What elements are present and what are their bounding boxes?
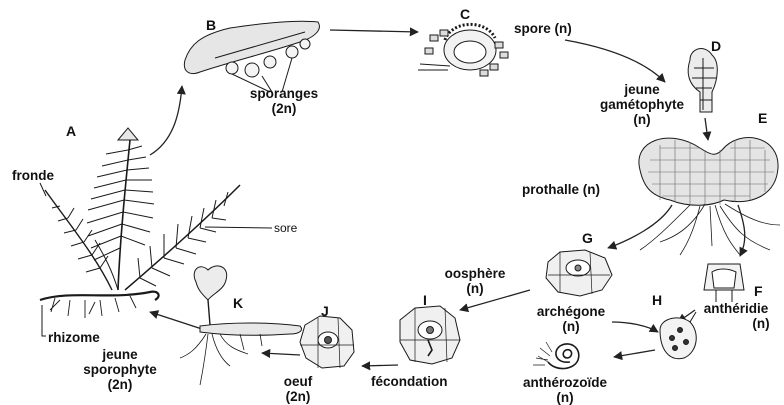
- label-antherozoide-line1: anthérozoïde: [515, 375, 615, 390]
- stage-letter-h: H: [652, 292, 662, 308]
- young-gametophyte-illustration: [688, 49, 717, 112]
- stage-letter-g: G: [582, 230, 593, 246]
- label-spore: spore (n): [514, 21, 572, 36]
- label-sporanges: sporanges (2n): [236, 86, 332, 116]
- label-fecondation: fécondation: [371, 374, 448, 389]
- label-sporanges-line2: (2n): [236, 101, 332, 116]
- antheridium-illustration: [704, 264, 744, 302]
- label-sore: sore: [274, 221, 297, 236]
- label-antherozoide: anthérozoïde (n): [515, 375, 615, 405]
- label-oeuf-line2: (2n): [270, 389, 326, 404]
- stage-letter-j: J: [321, 303, 329, 319]
- label-archegone-line2: (n): [530, 319, 612, 334]
- stage-letter-a: A: [66, 123, 76, 139]
- label-antheridie-line1: anthéridie: [688, 301, 784, 316]
- arrow-k-to-a: [150, 312, 205, 330]
- label-oosphere-line2: (n): [440, 281, 510, 296]
- label-oeuf-line1: oeuf: [270, 374, 326, 389]
- label-archegone-line1: archégone: [530, 304, 612, 319]
- label-antheridie-line2: (n): [688, 316, 784, 331]
- stage-letter-b: B: [206, 17, 216, 33]
- arrow-d-to-e: [705, 118, 708, 140]
- label-archegone: archégone (n): [530, 304, 612, 334]
- stage-letter-e: E: [758, 110, 767, 126]
- prothallus-illustration: [639, 138, 780, 255]
- arrow-b-to-c: [330, 30, 418, 32]
- label-jeune-gametophyte-line2: gamétophyte: [597, 97, 687, 112]
- label-jeune-sporophyte: jeune sporophyte (2n): [72, 347, 168, 392]
- stage-letter-f: F: [754, 283, 763, 299]
- label-fronde: fronde: [12, 168, 54, 183]
- label-jeune-sporophyte-line2: sporophyte: [72, 362, 168, 377]
- sporangia-illustration: [184, 21, 319, 92]
- arrow-h-to-antherozoide: [614, 350, 655, 357]
- label-jeune-gametophyte-line3: (n): [597, 112, 687, 127]
- egg-illustration: [300, 316, 354, 368]
- stage-letter-d: D: [711, 38, 721, 54]
- arrow-i-to-j: [362, 365, 398, 366]
- sporangium-spore-illustration: [418, 24, 508, 76]
- label-antheridie: anthéridie (n): [688, 301, 784, 331]
- arrow-spore-to-d: [565, 40, 665, 82]
- label-jeune-sporophyte-line1: jeune: [72, 347, 168, 362]
- label-oeuf: oeuf (2n): [270, 374, 326, 404]
- archegonium-illustration: [546, 250, 612, 296]
- label-sporanges-line1: sporanges: [236, 86, 332, 101]
- young-sporophyte-illustration: [180, 266, 302, 385]
- label-prothalle: prothalle (n): [522, 182, 600, 197]
- arrow-j-to-k: [262, 353, 300, 355]
- antherozoid-illustration: [533, 342, 579, 369]
- stage-letter-k: K: [233, 295, 243, 311]
- label-rhizome: rhizome: [48, 330, 100, 345]
- label-oosphere-line1: oosphère: [440, 266, 510, 281]
- stage-letter-i: I: [423, 292, 427, 308]
- fertilization-illustration: [400, 306, 460, 364]
- label-jeune-gametophyte-line1: jeune: [597, 82, 687, 97]
- stage-letter-c: C: [460, 6, 470, 22]
- label-oosphere: oosphère (n): [440, 266, 510, 296]
- label-jeune-sporophyte-line3: (2n): [72, 377, 168, 392]
- arrow-archegone-to-h: [612, 322, 658, 332]
- label-jeune-gametophyte: jeune gamétophyte (n): [597, 82, 687, 127]
- arrow-a-to-b: [150, 86, 182, 155]
